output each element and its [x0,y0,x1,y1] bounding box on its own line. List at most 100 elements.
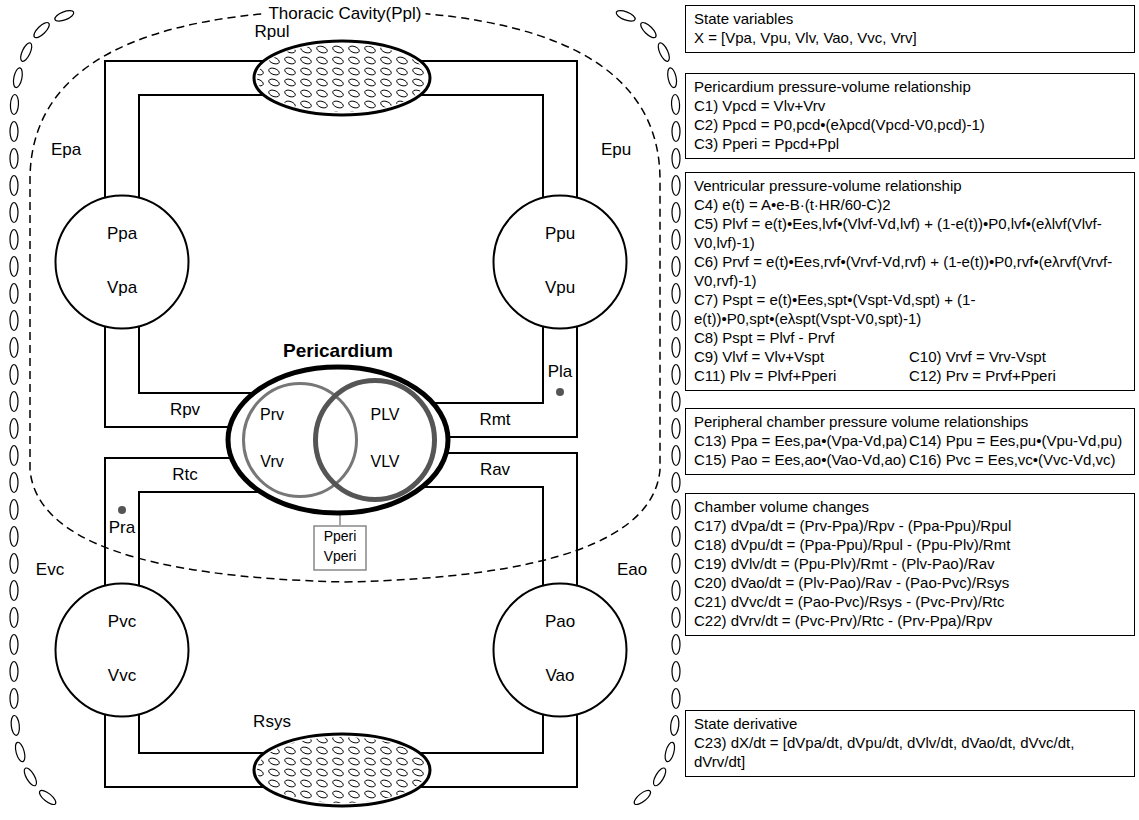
pressure-dot [556,388,564,396]
panel-heading: Peripheral chamber pressure volume relat… [694,412,1126,431]
equation-panel: State derivativeC23) dX/dt = [dVpa/dt, d… [685,710,1135,777]
node-label: Vpa [107,278,137,298]
wall-segment [14,741,27,762]
bed-ground [254,41,430,115]
wall-segment [37,788,58,807]
node-label: VLV [370,452,399,471]
vessel-lumen [411,78,560,218]
wall-segment [10,391,18,411]
wall-segment [10,94,19,114]
wall-segment [10,148,18,168]
equation-row: C15) Pao = Ees,ao•(Vao-Vd,ao)C16) Pvc = … [694,450,1126,469]
wall-segment [672,202,680,222]
vessel-tube [122,78,274,218]
wall-segment [615,9,637,24]
compliance-chamber-outline [492,582,628,718]
left-ventricle-outline [313,378,437,502]
equation-text: C20) dVao/dt = (Plv-Pao)/Rav - (Pao-Pvc)… [694,573,1126,592]
node-label: PLV [370,405,399,424]
equation-text: C1) Vpcd = Vlv+Vrv [694,96,1126,115]
node-label: Vao [546,666,575,686]
equation-text: C9) Vlvf = Vlv+Vspt [694,347,909,366]
resistance-label: Rmt [477,410,512,430]
vessel-lumen [413,470,560,606]
bed-outline [254,734,430,806]
cavity-boundary [30,10,660,582]
wall-segment [672,580,680,600]
wall-segment [10,634,18,654]
elastance-label: Evc [34,560,66,580]
equation-panel: State variablesX = [Vpa, Vpu, Vlv, Vao, … [685,5,1135,53]
link-line [339,515,341,525]
compliance-chamber-outline [54,194,190,330]
pericardium-sac: PericardiumPrvVrv PLV VLV [226,340,450,515]
wall-segment [10,202,18,222]
wall-segment [10,499,18,519]
wall-segment [672,472,680,492]
wall-segment [10,688,18,708]
equation-text: C6) Prvf = e(t)•Ees,rvf•(Vrvf-Vd,rvf) + … [694,252,1126,290]
node-label: Vpu [545,278,575,298]
wall-segment [10,661,18,681]
wall-segment [672,418,680,438]
equation-text: C10) Vrvf = Vrv-Vspt [909,347,1126,366]
wall-segment [10,364,18,384]
bed-cells [257,737,427,803]
capillary-bed: Rpul [250,22,435,118]
elastance-label: Epu [599,140,633,160]
equation-row: C13) Ppa = Ees,pa•(Vpa-Vd,pa)C14) Ppu = … [694,431,1126,450]
equation-text: C17) dVpa/dt = (Prv-Ppa)/Rpv - (Ppa-Ppu)… [694,516,1126,535]
resistance-label: Rav [478,460,512,480]
thoracic-cavity: Thoracic Cavity(Ppl)RpulPpaVpaPpuVpuPeri… [28,4,668,586]
ventricle-wall [244,384,357,497]
wall-segment [666,67,678,88]
chamber-outline [56,196,189,329]
wall-segment [10,472,18,492]
box-outline [314,526,366,570]
wall-segment [10,121,18,141]
panel-heading: Chamber volume changes [694,497,1126,516]
equation-text: C12) Prv = Prvf+Pperi [909,366,1126,385]
equation-panel: Peripheral chamber pressure volume relat… [685,408,1135,475]
equation-text: C8) Pspt = Plvf - Prvf [694,328,1126,347]
vessel-wall-ring [10,9,680,810]
wall-segment [10,715,20,736]
equation-text: C16) Pvc = Ees,vc•(Vvc-Vd,vc) [909,450,1126,469]
equation-text: C5) Plvf = e(t)•Ees,lvf•(Vlvf-Vd,lvf) + … [694,214,1126,252]
pressure-label: Pra [107,518,137,538]
bed-cells [257,44,427,112]
ventricle-wall [316,381,435,500]
wall-segment [672,634,680,654]
wall-segment [672,661,680,681]
wall-segment [10,337,18,357]
wall-segment [638,20,658,40]
compliance-chamber: PvcVvc [54,582,190,718]
wall-segment [672,256,680,276]
node-label: Vrv [260,452,283,471]
capillary-bed: Rsys [250,712,435,808]
wall-segment [670,715,680,736]
wall-segment [10,553,18,573]
wall-segment [663,741,676,762]
node-label: Vvc [108,666,136,686]
wall-segment [54,9,76,24]
node-label: Pericardium [283,340,393,363]
equation-text: C18) dVpu/dt = (Ppa-Ppu)/Rpul - (Ppu-Plv… [694,535,1126,554]
wall-segment [651,766,668,787]
equation-panel: Pericardium pressure-volume relationship… [685,73,1135,159]
chamber-outline [56,584,189,717]
wall-segment [10,283,18,303]
right-ventricle: PrvVrv [242,382,358,498]
wall-segment [672,175,680,195]
equation-text: C2) Ppcd = P0,pcd•(eλpcd(Vpcd-V0,pcd)-1) [694,115,1126,134]
vessel-lumen [122,78,274,218]
node-label: Rpul [255,22,290,42]
node-label: Ppu [545,224,575,244]
compliance-chamber-outline [492,194,628,330]
wall-segment [10,445,18,465]
node-label: Rsys [253,712,291,732]
wall-segment [672,445,680,465]
node-label: Ppa [107,224,137,244]
wall-segment [10,580,18,600]
